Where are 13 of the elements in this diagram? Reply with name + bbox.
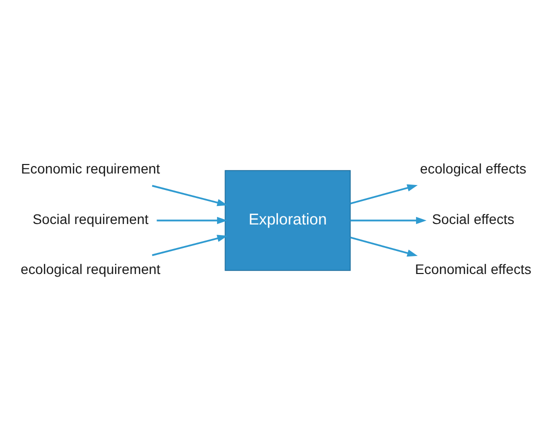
- node-text: Social requirement: [32, 210, 148, 226]
- arrow: [350, 184, 418, 204]
- node-text: ecological effects: [420, 160, 526, 176]
- arrow: [152, 234, 228, 256]
- arrow: [350, 216, 426, 224]
- node-text: Economical effects: [415, 260, 532, 277]
- arrow: [156, 216, 228, 224]
- node-text: ecological requirement: [20, 260, 160, 277]
- arrow: [350, 236, 418, 256]
- arrow: [152, 184, 228, 206]
- node-text: Social effects: [432, 210, 514, 226]
- node-box: Exploration: [224, 170, 351, 270]
- node-text: Economic requirement: [21, 160, 160, 176]
